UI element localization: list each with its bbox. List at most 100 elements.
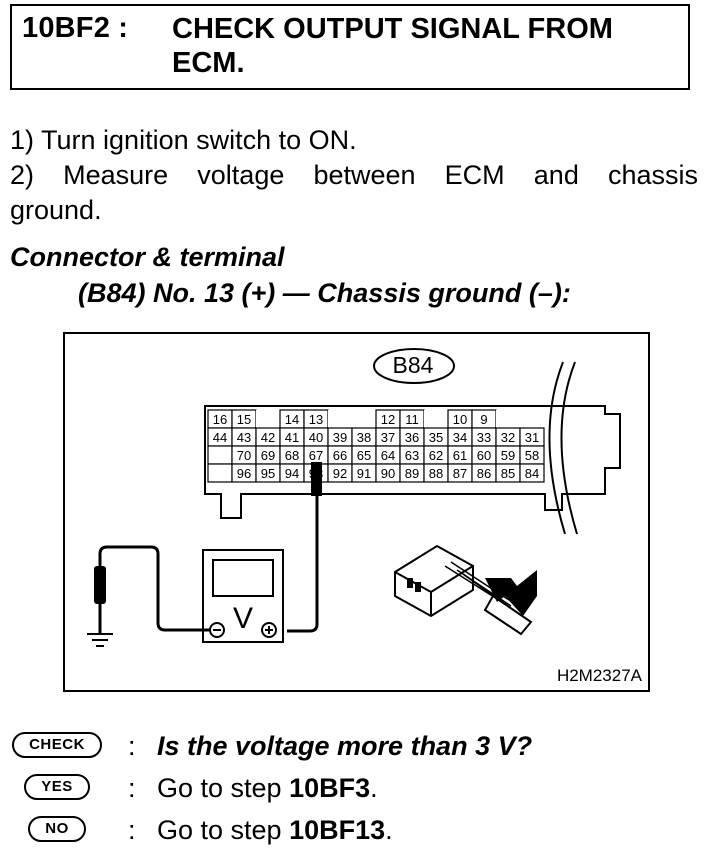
terminal-number: 33 <box>477 430 491 445</box>
terminal-number: 86 <box>477 466 491 481</box>
terminal-number: 70 <box>237 448 251 463</box>
connector-body <box>204 405 621 519</box>
terminal-number: 66 <box>333 448 347 463</box>
insertion-arrow-icon <box>485 570 537 616</box>
instruction-1: 1) Turn ignition switch to ON. <box>10 125 357 155</box>
connector-label-ellipse <box>373 348 455 384</box>
terminal-number: 36 <box>405 430 419 445</box>
yes-row: YES : Go to step 10BF3. <box>10 768 700 808</box>
terminal-number: 65 <box>357 448 371 463</box>
no-row: NO : Go to step 10BF13. <box>10 810 700 850</box>
terminal-number: 87 <box>453 466 467 481</box>
chassis-ground-icon <box>87 633 113 647</box>
terminal-number: 90 <box>381 466 395 481</box>
terminal-number: 41 <box>285 430 299 445</box>
terminal-cell <box>496 410 520 428</box>
terminal-number: 84 <box>525 466 539 481</box>
yes-badge: YES <box>24 774 90 800</box>
terminal-number: 69 <box>261 448 275 463</box>
connector-label: B84 <box>392 352 434 378</box>
no-colon: : <box>128 815 136 845</box>
terminal-number: 67 <box>309 448 323 463</box>
terminal-number: 38 <box>357 430 371 445</box>
connector-illustration-icon <box>394 544 533 636</box>
terminal-cell <box>328 410 352 428</box>
terminal-cell <box>352 410 376 428</box>
terminal-cell <box>207 445 233 465</box>
terminal-number: 94 <box>285 466 299 481</box>
no-period: . <box>385 815 393 845</box>
terminal-cell <box>519 463 545 483</box>
terminal-number: 13 <box>309 412 323 427</box>
terminal-number: 37 <box>381 430 395 445</box>
no-prefix: Go to step <box>157 815 282 845</box>
terminal-number: 16 <box>213 412 227 427</box>
harness-curve-2 <box>560 361 578 535</box>
figure-code: H2M2327A <box>556 666 642 685</box>
no-badge: NO <box>28 816 86 842</box>
connector-heading: Connector & terminal <box>10 242 285 272</box>
terminal-number: 40 <box>309 430 323 445</box>
voltmeter-symbol: V <box>233 602 253 635</box>
terminal-grid: 16 15 14 13 12 11 10 9 44 43 42 41 40 39 38 37 36 35 34 33 3… <box>207 409 545 483</box>
probe-tip <box>311 462 322 496</box>
wiring-diagram: 16 15 14 13 12 11 10 9 44 43 42 41 40 39 38 37 36 35 34 33 3… <box>87 348 621 647</box>
terminal-number: 64 <box>381 448 395 463</box>
instructions: 1) Turn ignition switch to ON. 2) Measur… <box>10 123 698 228</box>
probe-wire-negative <box>98 545 210 634</box>
terminal-number: 42 <box>261 430 275 445</box>
yes-prefix: Go to step <box>157 773 282 803</box>
terminal-number: 62 <box>429 448 443 463</box>
connector-detail: (B84) No. 13 (+) — Chassis ground (–): <box>78 278 571 308</box>
yes-colon: : <box>128 773 136 803</box>
terminal-number: 11 <box>405 412 419 427</box>
instruction-2: 2) Measure voltage between ECM and chass… <box>10 160 698 190</box>
terminal-number: 35 <box>429 430 443 445</box>
voltmeter-display <box>212 559 274 597</box>
no-step-link[interactable]: 10BF13 <box>289 815 386 845</box>
terminal-number: 89 <box>405 466 419 481</box>
yes-step-link[interactable]: 10BF3 <box>289 773 371 803</box>
terminal-number: 10 <box>453 412 467 427</box>
terminal-number: 43 <box>237 430 251 445</box>
harness-curve-1 <box>548 361 566 535</box>
terminal-number: 9 <box>480 412 487 427</box>
terminal-cell <box>256 410 280 428</box>
terminal-number: 60 <box>477 448 491 463</box>
terminal-number: 58 <box>525 448 539 463</box>
terminal-number: 39 <box>333 430 347 445</box>
terminal-number: 31 <box>525 430 539 445</box>
terminal-number: 12 <box>381 412 395 427</box>
check-row: CHECK : Is the voltage more than 3 V? <box>10 726 700 766</box>
no-action: Go to step 10BF13. <box>157 810 393 850</box>
terminal-cell <box>424 410 448 428</box>
terminal-number: 34 <box>453 430 467 445</box>
terminal-number: 92 <box>333 466 347 481</box>
terminal-number: 61 <box>453 448 467 463</box>
terminal-number: 63 <box>405 448 419 463</box>
ground-probe <box>94 566 106 604</box>
probe-wire-positive <box>287 496 319 633</box>
terminal-number: 15 <box>237 412 251 427</box>
terminal-number: 85 <box>501 466 515 481</box>
wiring-figure: 16 15 14 13 12 11 10 9 44 43 42 41 40 39 38 37 36 35 34 33 3… <box>63 332 650 692</box>
terminal-number: 59 <box>501 448 515 463</box>
yes-period: . <box>370 773 378 803</box>
terminal-number: 32 <box>501 430 515 445</box>
terminal-cell <box>207 463 233 483</box>
yes-action: Go to step 10BF3. <box>157 768 378 808</box>
step-title: CHECK OUTPUT SIGNAL FROM ECM. <box>172 13 613 79</box>
check-badge: CHECK <box>12 732 102 758</box>
check-colon: : <box>128 731 136 761</box>
check-question: Is the voltage more than 3 V? <box>157 731 533 761</box>
terminal-number: 88 <box>429 466 443 481</box>
terminal-number: 44 <box>213 430 227 445</box>
step-code: 10BF2 : <box>22 12 129 44</box>
terminal-number: 14 <box>285 412 299 427</box>
terminal-number: 68 <box>285 448 299 463</box>
terminal-number: 96 <box>237 466 251 481</box>
step-header-box: 10BF2 : CHECK OUTPUT SIGNAL FROM ECM. <box>10 4 690 90</box>
instruction-2-cont: ground. <box>10 195 102 225</box>
terminal-number: 95 <box>261 466 275 481</box>
terminal-number: 91 <box>357 466 371 481</box>
